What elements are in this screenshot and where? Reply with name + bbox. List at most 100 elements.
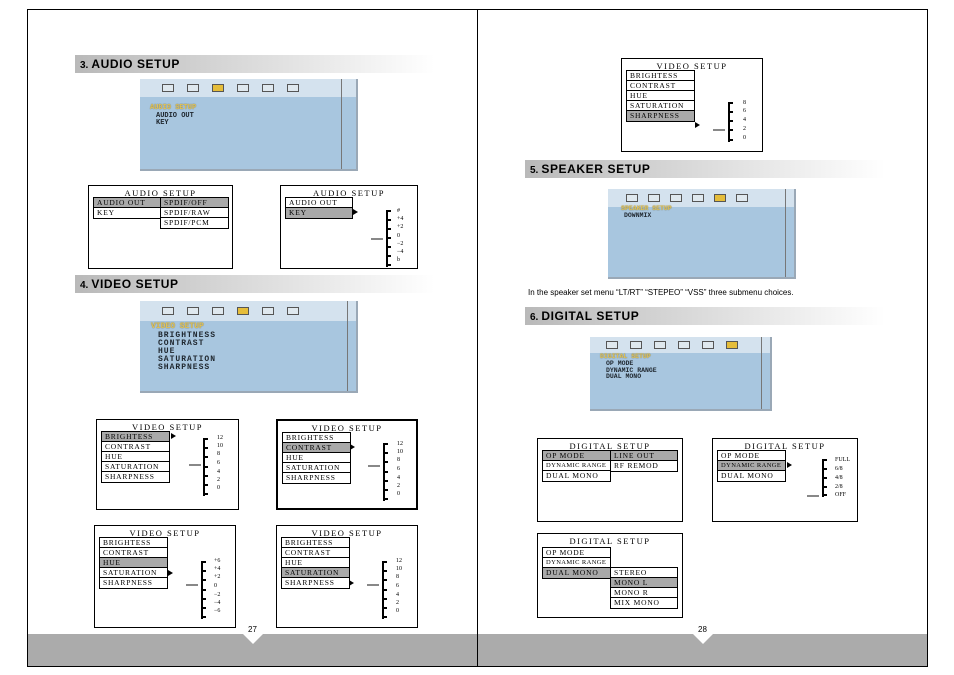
level-indicator [713, 129, 725, 131]
submenu-mono-r: MONO R [611, 588, 677, 598]
menu-item-sharpness: SHARPNESS [627, 111, 694, 121]
monitor-icon [162, 307, 174, 315]
menu-column: OP MODE DYNAMIC RANGE DUAL MONO [542, 450, 611, 482]
sharpness-diagram: VIDEO SETUP BRIGHTESS CONTRAST HUE SATUR… [621, 58, 763, 152]
menu-item-hue: HUE [100, 558, 167, 568]
audio-icon [187, 307, 199, 315]
menu-item-dual-mono: DUAL MONO [546, 471, 599, 480]
speaker-setup-heading: 5.SPEAKER SETUP [525, 160, 885, 178]
menu-item-contrast: CONTRAST [102, 442, 169, 452]
audio-setup-heading: 3.AUDIO SETUP [75, 55, 435, 73]
menu-item-brightness: BRIGHTESS [102, 432, 169, 442]
osd-title: VIDEO SETUP [151, 322, 204, 331]
pointer-arrow [171, 433, 176, 439]
menu-item-audio-out: AUDIO OUT [94, 198, 160, 208]
pointer-arrow [787, 462, 792, 468]
diagram-title: DIGITAL SETUP [744, 441, 826, 451]
video-icon [692, 194, 704, 202]
submenu-mono-l: MONO L [611, 578, 677, 588]
menu-column: BRIGHTESS CONTRAST HUE SATURATION SHARPN… [626, 70, 695, 122]
pointer-arrow [350, 444, 355, 450]
menu-item-dynamic-range: DYNAMIC RANGE [718, 461, 785, 471]
menu-column: BRIGHTESS CONTRAST HUE SATURATION SHARPN… [282, 432, 351, 484]
menu-item-hue: HUE [102, 452, 169, 462]
saturation-diagram: VIDEO SETUP BRIGHTESS CONTRAST HUE SATUR… [276, 525, 418, 628]
menu-item-brightness: BRIGHTESS [283, 433, 350, 443]
video-icon [678, 341, 690, 349]
audio-out-diagram: AUDIO SETUP AUDIO OUT KEY SPDIF/OFF SPDI… [88, 185, 233, 269]
diagram-title: VIDEO SETUP [656, 61, 728, 71]
audio-icon [648, 194, 660, 202]
digital-icon [287, 307, 299, 315]
osd-title: SPEAKER SETUP [621, 205, 672, 212]
menu-item-dual-mono: DUAL MONO [721, 471, 774, 480]
osd-icon-bar [608, 189, 794, 207]
digital-setup-heading: 6.DIGITAL SETUP [525, 307, 885, 325]
op-mode-diagram: DIGITAL SETUP OP MODE DYNAMIC RANGE DUAL… [537, 438, 683, 522]
menu-item-brightness: BRIGHTESS [282, 538, 349, 548]
menu-item-saturation: SATURATION [282, 568, 349, 578]
page-footer: 27 [28, 625, 477, 666]
video-icon [237, 84, 249, 92]
submenu-spdif-raw: SPDIF/RAW [161, 208, 228, 218]
menu-item-sharpness: SHARPNESS [285, 578, 335, 587]
menu-column: AUDIO OUT KEY [93, 197, 161, 219]
diagram-title: DIGITAL SETUP [569, 441, 651, 451]
menu-item-audio-out: AUDIO OUT [286, 198, 352, 208]
digital-icon [726, 341, 738, 349]
key-icon [212, 84, 224, 92]
menu-item-hue: HUE [282, 558, 349, 568]
menu-item-op-mode: OP MODE [543, 548, 610, 558]
level-scale [383, 443, 388, 501]
menu-column: BRIGHTESS CONTRAST HUE SATURATION SHARPN… [101, 431, 170, 483]
level-scale [203, 438, 208, 496]
monitor-icon [626, 194, 638, 202]
contrast-diagram: VIDEO SETUP BRIGHTESS CONTRAST HUE SATUR… [276, 419, 418, 510]
speaker-setup-osd-screenshot: SPEAKER SETUP DOWNMIX [608, 189, 796, 279]
key-icon [212, 307, 224, 315]
menu-item-saturation: SATURATION [102, 462, 169, 472]
footer-notch [691, 633, 714, 644]
digital-icon [287, 84, 299, 92]
menu-item-key: KEY [97, 208, 115, 217]
level-indicator [189, 464, 201, 466]
diagram-title: VIDEO SETUP [311, 528, 383, 538]
diagram-title: VIDEO SETUP [311, 423, 383, 433]
osd-icon-bar [590, 337, 770, 353]
submenu-mix-mono: MIX MONO [614, 598, 660, 607]
monitor-icon [606, 341, 618, 349]
page-number: 28 [698, 625, 707, 634]
video-setup-heading: 4.VIDEO SETUP [75, 275, 435, 293]
menu-item-brightness: BRIGHTESS [100, 538, 167, 548]
osd-icon-bar [140, 79, 356, 97]
right-page: VIDEO SETUP BRIGHTESS CONTRAST HUE SATUR… [477, 9, 928, 667]
pointer-arrow [353, 209, 358, 215]
pointer-arrow [168, 570, 173, 576]
diagram-title: AUDIO SETUP [124, 188, 197, 198]
level-indicator [186, 584, 198, 586]
submenu-spdif-off: SPDIF/OFF [161, 198, 228, 208]
diagram-title: VIDEO SETUP [131, 422, 204, 432]
pointer-arrow [349, 580, 354, 586]
menu-column: BRIGHTESS CONTRAST HUE SATURATION SHARPN… [281, 537, 350, 589]
menu-item-op-mode: OP MODE [718, 451, 785, 461]
menu-item-contrast: CONTRAST [100, 548, 167, 558]
diagram-title: DIGITAL SETUP [569, 536, 651, 546]
menu-column: OP MODE DYNAMIC RANGE DUAL MONO [542, 547, 611, 579]
level-scale [386, 210, 391, 267]
dual-mono-diagram: DIGITAL SETUP OP MODE DYNAMIC RANGE DUAL… [537, 533, 683, 618]
brightness-diagram: VIDEO SETUP BRIGHTESS CONTRAST HUE SATUR… [96, 419, 239, 510]
submenu-column: SPDIF/OFF SPDIF/RAW SPDIF/PCM [160, 197, 229, 229]
osd-items: DOWNMIX [624, 212, 652, 219]
dynamic-range-diagram: DIGITAL SETUP OP MODE DYNAMIC RANGE DUAL… [712, 438, 858, 522]
menu-column: BRIGHTESS CONTRAST HUE SATURATION SHARPN… [99, 537, 168, 589]
submenu-column: LINE OUT RF REMOD [610, 450, 678, 472]
menu-item-dynamic-range: DYNAMIC RANGE [543, 558, 610, 568]
menu-item-dual-mono: DUAL MONO [543, 568, 610, 578]
level-scale [728, 102, 733, 142]
